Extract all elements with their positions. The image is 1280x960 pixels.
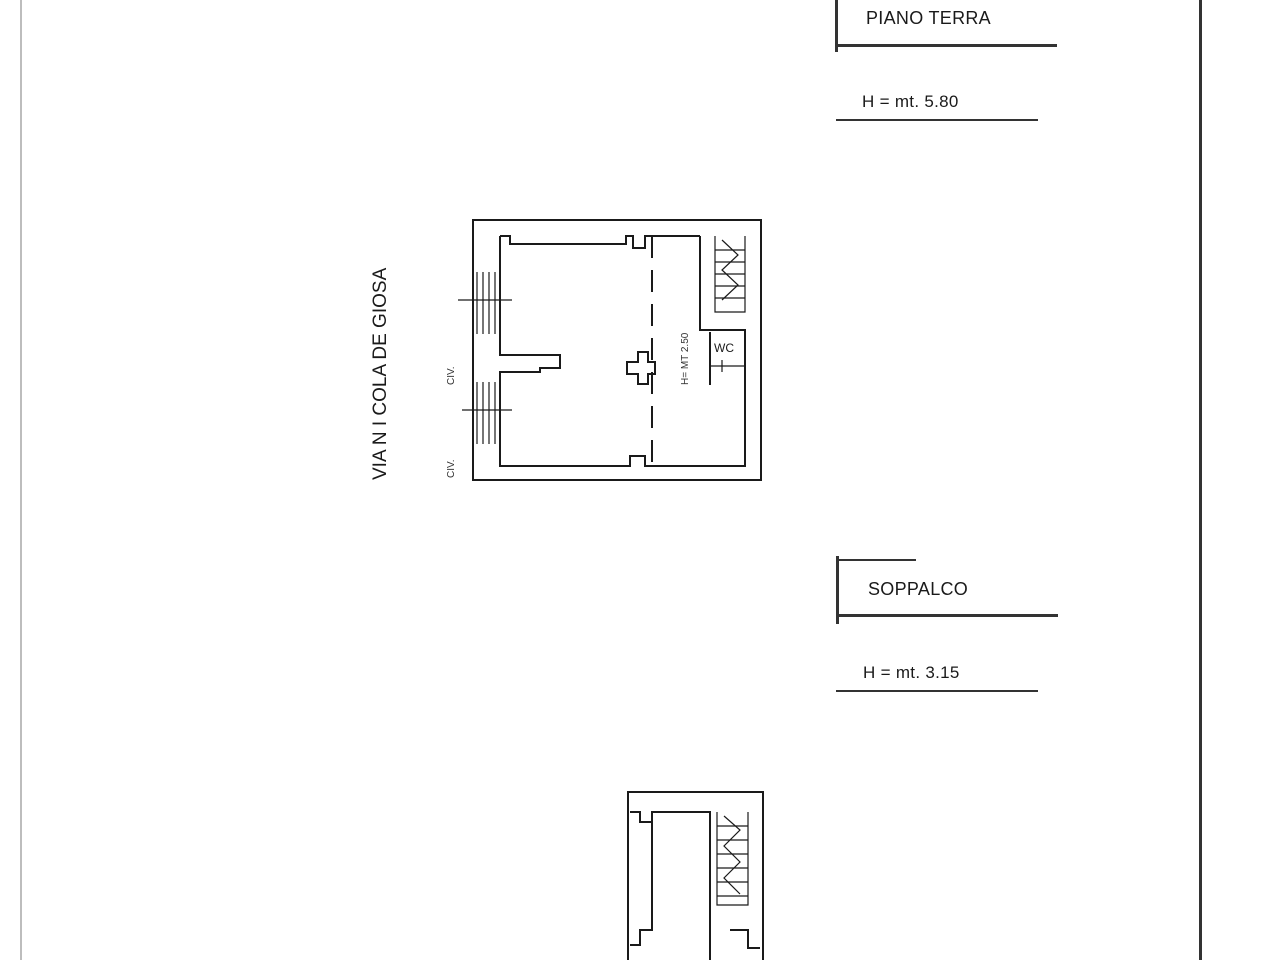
mezzanine-staircase: [716, 812, 749, 906]
ground-floor-plan: WC H= MT 2.50 CIV. CIV.: [446, 219, 762, 481]
entrance-steps: [458, 272, 512, 444]
title-frame-vertical: [836, 556, 839, 624]
inner-wall-perimeter: [499, 236, 746, 467]
height-underline-ground: [836, 119, 1038, 121]
wc-label: WC: [714, 341, 734, 355]
title-frame-underline: [836, 614, 1058, 617]
inner-wall-top: [500, 235, 700, 249]
staircase: [714, 236, 746, 313]
height-underline-mezzanine: [836, 690, 1038, 692]
inner-wall: [630, 811, 711, 960]
mezzanine-plan: [627, 791, 764, 960]
floor-title-mezzanine: SOPPALCO: [868, 579, 969, 599]
title-frame-vertical: [835, 0, 838, 52]
outer-boundary: [627, 791, 764, 960]
outer-boundary: [472, 219, 762, 481]
title-frame-top: [836, 559, 916, 561]
inner-wall-left: [630, 812, 653, 946]
room-height-label: H= MT 2.50: [680, 332, 691, 385]
title-frame-underline: [835, 44, 1057, 47]
floor-height-ground: H = mt. 5.80: [862, 92, 959, 111]
floor-height-mezzanine: H = mt. 3.15: [863, 663, 960, 682]
sheet-border-right: [1199, 0, 1202, 960]
civic-number-label: CIV.: [446, 366, 457, 385]
stair-wall: [699, 236, 746, 390]
inner-wall-right: [730, 929, 760, 949]
floor-title-ground: PIANO TERRA: [866, 8, 991, 28]
wc-door: [710, 360, 745, 372]
civic-number-label: CIV.: [446, 459, 457, 478]
sheet-border-left: [20, 0, 22, 960]
central-pillar: [626, 351, 656, 385]
